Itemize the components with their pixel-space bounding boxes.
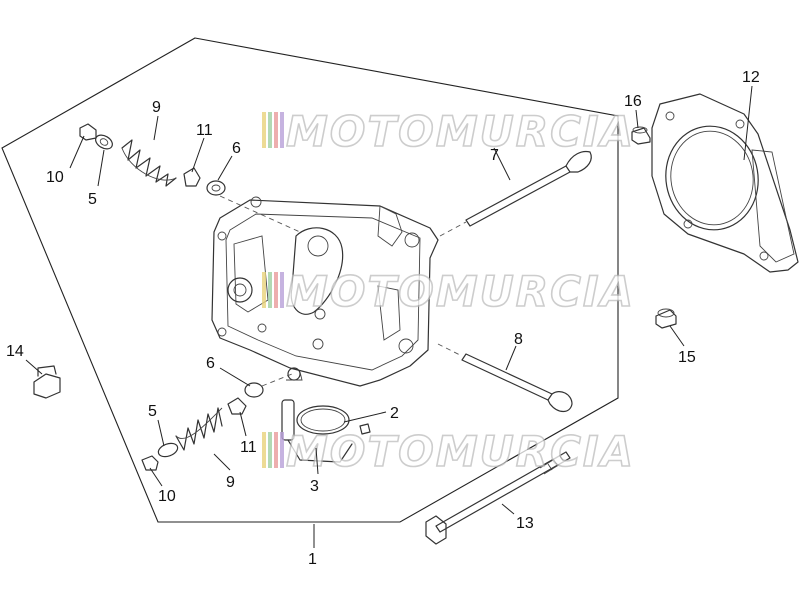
watermark-stripe-3	[274, 272, 278, 308]
dowel-15	[655, 308, 677, 329]
watermark-stripe-2	[268, 432, 272, 468]
watermark-middle: MOTOMURCIA	[262, 266, 635, 317]
spring-seat-bottom	[244, 382, 264, 398]
valve-8	[437, 343, 573, 413]
callout-9-top: 9	[152, 99, 161, 116]
callout-8: 8	[514, 331, 523, 348]
callout-10-top: 10	[46, 169, 64, 186]
watermark-stripe-3	[274, 432, 278, 468]
valve-cotter-bottom	[141, 455, 159, 471]
watermark-stripe-1	[262, 112, 266, 148]
valve-spring-top	[121, 139, 177, 187]
callout-13: 13	[516, 515, 534, 532]
callout-6-top: 6	[232, 140, 241, 157]
callout-2: 2	[390, 405, 399, 422]
watermark-stripe-1	[262, 432, 266, 468]
callout-10-bottom: 10	[158, 488, 176, 505]
bottom-valve-train	[141, 373, 293, 471]
watermark-stripe-1	[262, 272, 266, 308]
callout-14: 14	[6, 343, 24, 360]
valve-spring-bottom	[175, 407, 223, 451]
callout-12: 12	[742, 69, 760, 86]
callout-6-bottom: 6	[206, 355, 215, 372]
callout-3: 3	[310, 478, 319, 495]
callout-7: 7	[490, 147, 499, 164]
callout-labels: 1 2 3 5 5 6 6 7 8 9 9 10 10 11 11 12 13 …	[6, 69, 760, 568]
valve-seal-top	[183, 167, 201, 187]
cylinder-head	[211, 196, 439, 387]
callout-11-top: 11	[196, 122, 213, 139]
watermark-stripe-4	[280, 272, 284, 308]
callout-5-top: 5	[88, 191, 97, 208]
watermark-text: MOTOMURCIA	[286, 427, 635, 476]
dowel-and-oring	[281, 399, 371, 463]
watermark-top: MOTOMURCIA	[262, 106, 635, 157]
valve-7	[439, 150, 592, 237]
watermark-stripe-2	[268, 112, 272, 148]
assembly-frame	[1, 37, 619, 523]
plug-bolt	[33, 365, 61, 399]
valve-cotter-top	[79, 123, 97, 141]
watermark-stripe-4	[280, 432, 284, 468]
dowel-16	[631, 126, 651, 145]
head-gasket	[651, 93, 799, 273]
watermark-stripe-3	[274, 112, 278, 148]
stud-bolt	[425, 451, 571, 545]
callout-16: 16	[624, 93, 642, 110]
callout-9-bottom: 9	[226, 474, 235, 491]
callout-5-bottom: 5	[148, 403, 157, 420]
spring-cap-top	[95, 134, 113, 150]
valve-seal-bottom	[227, 397, 247, 415]
callout-1: 1	[308, 551, 317, 568]
watermark-bottom: MOTOMURCIA	[262, 426, 635, 477]
leader-lines	[25, 85, 753, 548]
watermark-text: MOTOMURCIA	[286, 107, 635, 156]
top-valve-train	[79, 123, 301, 233]
watermark-stripe-2	[268, 272, 272, 308]
watermark-text: MOTOMURCIA	[286, 267, 635, 316]
spring-seat-top	[206, 180, 226, 196]
callout-15: 15	[678, 349, 696, 366]
spring-cap-bottom	[157, 442, 179, 458]
callout-11-bottom: 11	[240, 439, 257, 456]
watermark-stripe-4	[280, 112, 284, 148]
